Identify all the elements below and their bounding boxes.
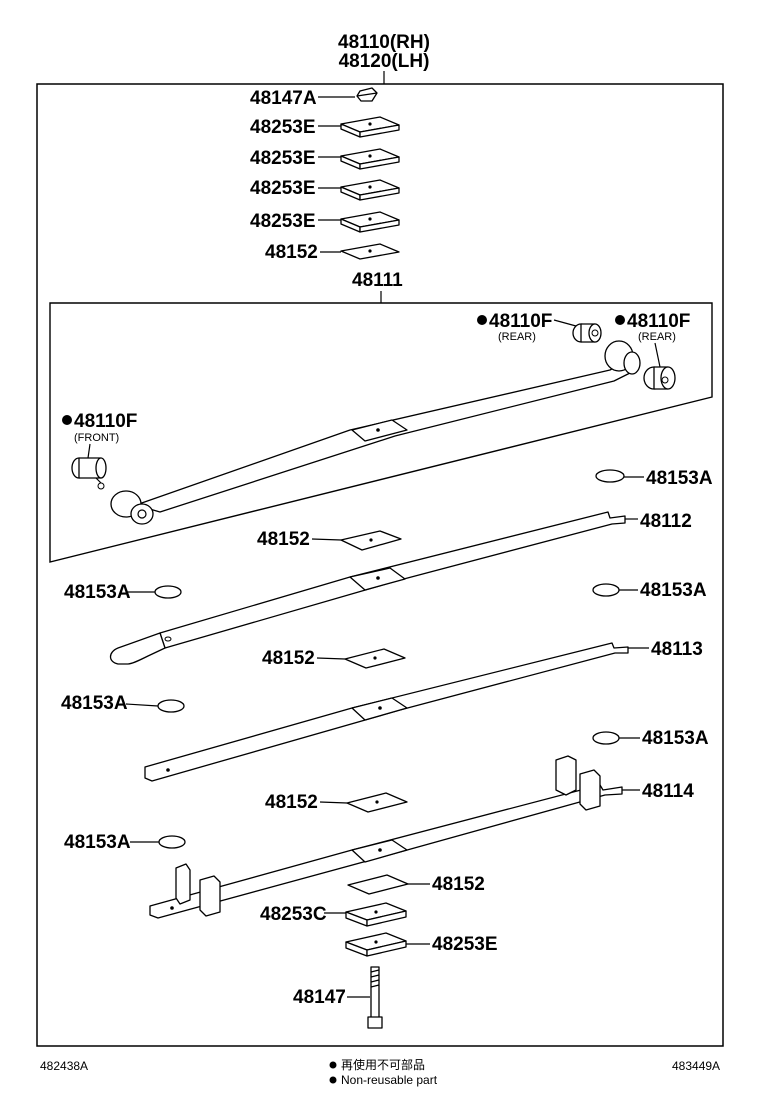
center-bolt-48147 <box>367 966 383 1029</box>
label-spacer-e-bottom: 48253E <box>432 934 498 955</box>
label-spacer-4: 48253E <box>250 211 316 232</box>
nonreusable-mark <box>62 415 72 425</box>
main-leaf-48111 <box>110 340 641 525</box>
label-bushing-rear-b: 48110F <box>627 311 690 332</box>
label-leaf-48112: 48112 <box>640 511 692 532</box>
label-bushing-front: 48110F <box>74 411 137 432</box>
spacer-48253e-2 <box>340 148 400 170</box>
plate-48152-top <box>340 243 400 260</box>
note-rear-b: (REAR) <box>638 331 676 343</box>
leader <box>125 703 159 707</box>
label-spacer-c: 48253C <box>260 904 327 925</box>
legend-dot-jp <box>329 1061 337 1069</box>
pad-48153a-5 <box>592 731 620 745</box>
leader <box>311 538 342 541</box>
label-bolt: 48147 <box>293 987 346 1008</box>
rear-eye <box>604 340 641 375</box>
leaf-48113 <box>144 642 629 782</box>
front-eye <box>110 490 154 525</box>
label-assembly-48111: 48111 <box>352 270 403 291</box>
label-spacer-2: 48253E <box>250 148 316 169</box>
bushing-rear-a <box>572 323 602 343</box>
bushing-rear-b <box>643 366 676 390</box>
label-leaf-48113: 48113 <box>651 639 703 660</box>
assembly-number-rh: 48110(RH) <box>338 32 430 53</box>
label-plate-top: 48152 <box>265 242 318 263</box>
plate-48152-4 <box>347 874 409 895</box>
label-nut: 48147A <box>250 88 317 109</box>
leader <box>316 657 346 660</box>
label-plate-1: 48152 <box>257 529 310 550</box>
nonreusable-mark <box>615 315 625 325</box>
leader <box>553 319 577 327</box>
legend-text-en: Non-reusable part <box>341 1073 438 1087</box>
spacer-48253e-4 <box>340 211 400 233</box>
label-spacer-3: 48253E <box>250 178 316 199</box>
label-pad-2: 48153A <box>64 582 131 603</box>
label-pad-3: 48153A <box>640 580 707 601</box>
note-front: (FRONT) <box>74 432 119 444</box>
pad-48153a-2 <box>154 585 182 599</box>
spacer-48253e-1 <box>340 116 400 138</box>
label-spacer-1: 48253E <box>250 117 316 138</box>
label-plate-4: 48152 <box>432 874 485 895</box>
pad-48153a-6 <box>158 835 186 849</box>
label-plate-3: 48152 <box>265 792 318 813</box>
spacer-48253c <box>345 902 407 927</box>
bushing-front <box>71 457 107 490</box>
leaf-48112 <box>109 511 626 665</box>
pad-48153a-1 <box>595 469 625 483</box>
note-rear-a: (REAR) <box>498 331 536 343</box>
label-pad-4: 48153A <box>61 693 128 714</box>
outer-frame <box>36 83 724 1047</box>
spacer-48253e-bottom <box>345 932 407 957</box>
nut-48147a <box>356 87 378 102</box>
footer-left-code: 482438A <box>40 1059 88 1073</box>
label-pad-1: 48153A <box>646 468 713 489</box>
footer-right-code: 483449A <box>672 1059 720 1073</box>
pad-48153a-3 <box>592 583 620 597</box>
label-pad-5: 48153A <box>642 728 709 749</box>
legend-text-jp: 再使用不可部品 <box>341 1057 425 1072</box>
nonreusable-mark <box>477 315 487 325</box>
label-plate-2: 48152 <box>262 648 315 669</box>
leader <box>654 342 661 368</box>
label-bushing-rear-a: 48110F <box>489 311 552 332</box>
legend-dot-en <box>329 1076 337 1084</box>
assembly-number-lh: 48120(LH) <box>339 51 430 72</box>
assembly-frame <box>49 302 713 563</box>
leader <box>87 443 91 459</box>
leaf-48114 <box>149 755 623 919</box>
label-leaf-48114: 48114 <box>642 781 694 802</box>
spacer-48253e-3 <box>340 179 400 201</box>
label-pad-6: 48153A <box>64 832 131 853</box>
pad-48153a-4 <box>157 699 185 713</box>
leader <box>319 801 348 804</box>
